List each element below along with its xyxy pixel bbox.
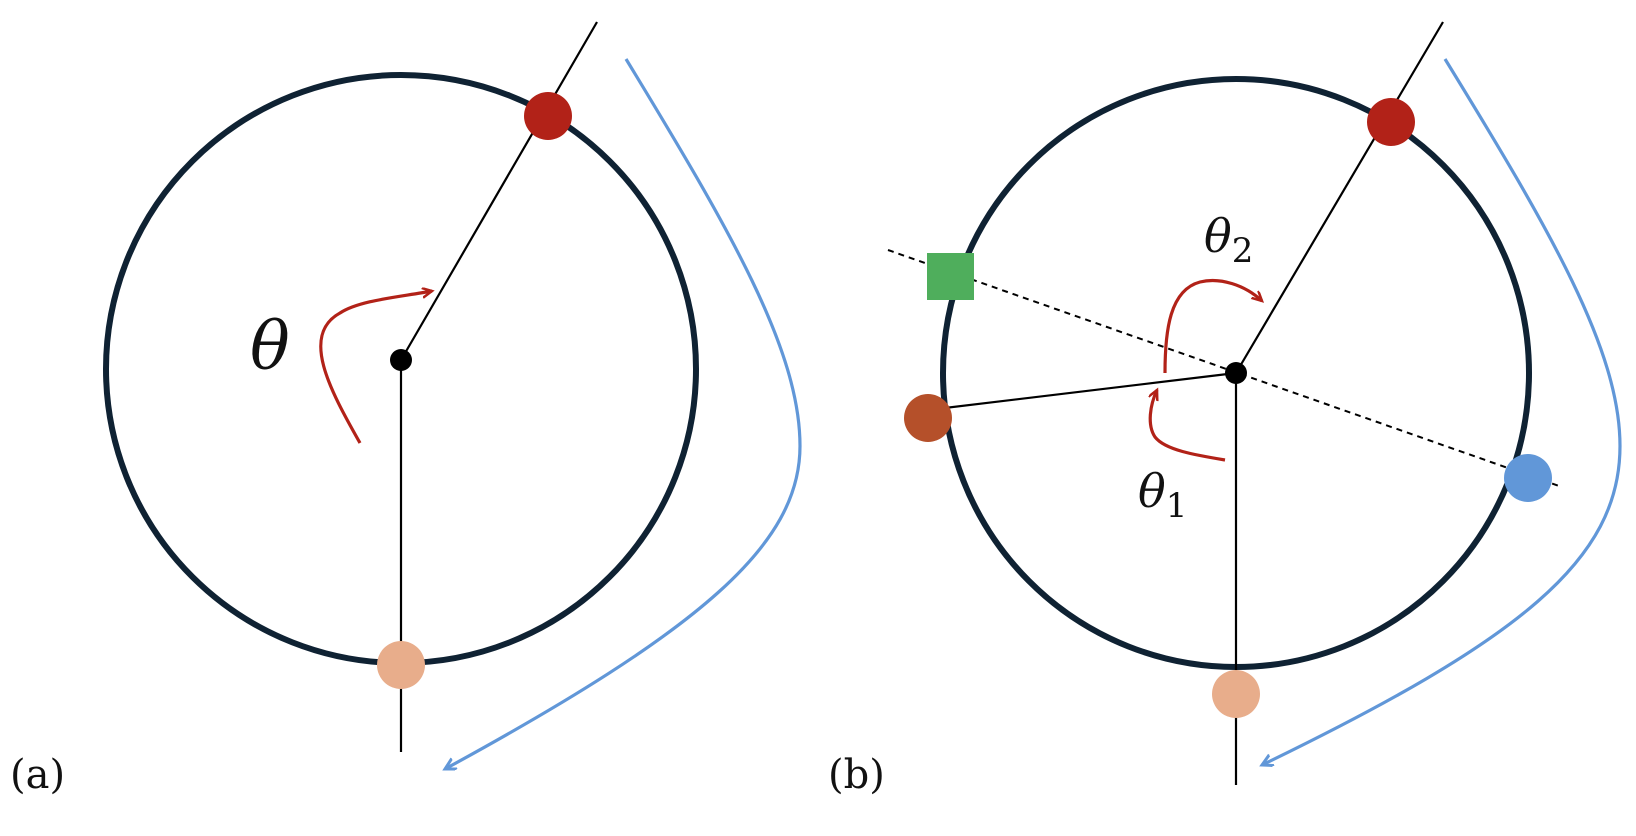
angled-rod [1235,21,1444,374]
left-marker [904,394,952,442]
dashed-diameter [887,249,1563,488]
angle-arrow [319,291,432,444]
motion-arrow [445,58,802,769]
panel-a: θ (a) [10,21,802,798]
angle-arrow-theta-1 [1150,390,1226,462]
panel-b: θ2 θ1 (b) [828,21,1622,798]
bottom-marker [1212,670,1260,718]
angle-arrow-theta-2 [1163,278,1262,374]
square-marker [927,253,974,300]
angle-label-theta-2: θ2 [1204,209,1253,271]
right-marker [1504,454,1552,502]
angle-label-theta-1: θ1 [1138,464,1187,526]
angled-rod [400,21,598,361]
pivot [1225,362,1247,384]
panel-label-a: (a) [10,752,65,798]
panel-label-b: (b) [828,752,885,798]
top-marker [524,92,572,140]
motion-arrow [1262,58,1622,765]
angle-label-theta: θ [250,308,290,385]
left-rod [927,371,1237,412]
top-marker [1367,98,1415,146]
bottom-marker [377,641,425,689]
pivot [390,349,412,371]
